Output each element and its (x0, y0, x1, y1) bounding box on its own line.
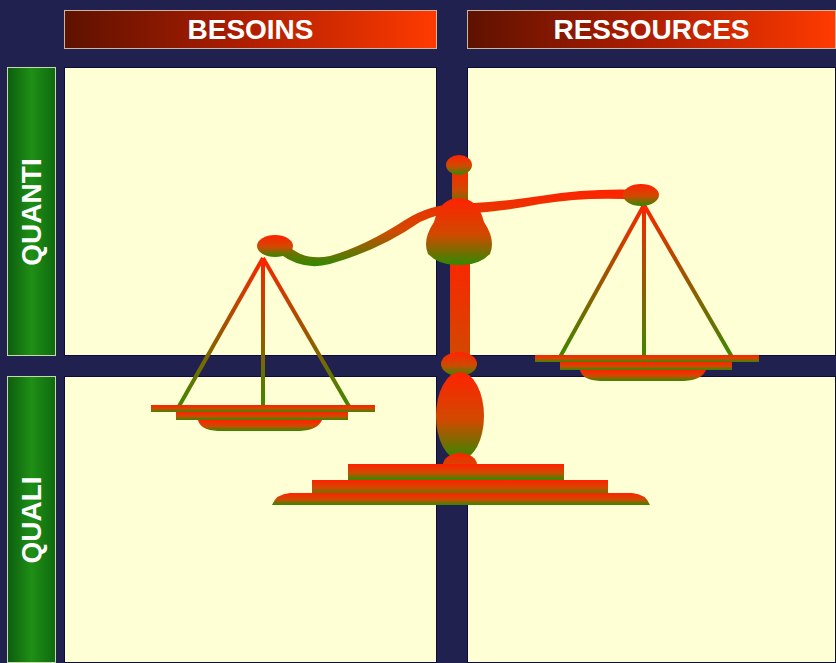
column-label: RESSOURCES (553, 16, 749, 44)
grid-cell (467, 67, 836, 356)
row-header: QUANTI (7, 67, 56, 356)
column-label: BESOINS (187, 16, 313, 44)
column-header: BESOINS (64, 10, 437, 49)
row-label: QUANTI (18, 158, 46, 265)
row-header: QUALI (7, 376, 56, 663)
grid-cell (467, 376, 836, 663)
row-label: QUALI (18, 476, 46, 563)
grid-cell (64, 67, 437, 356)
column-header: RESSOURCES (467, 10, 836, 49)
